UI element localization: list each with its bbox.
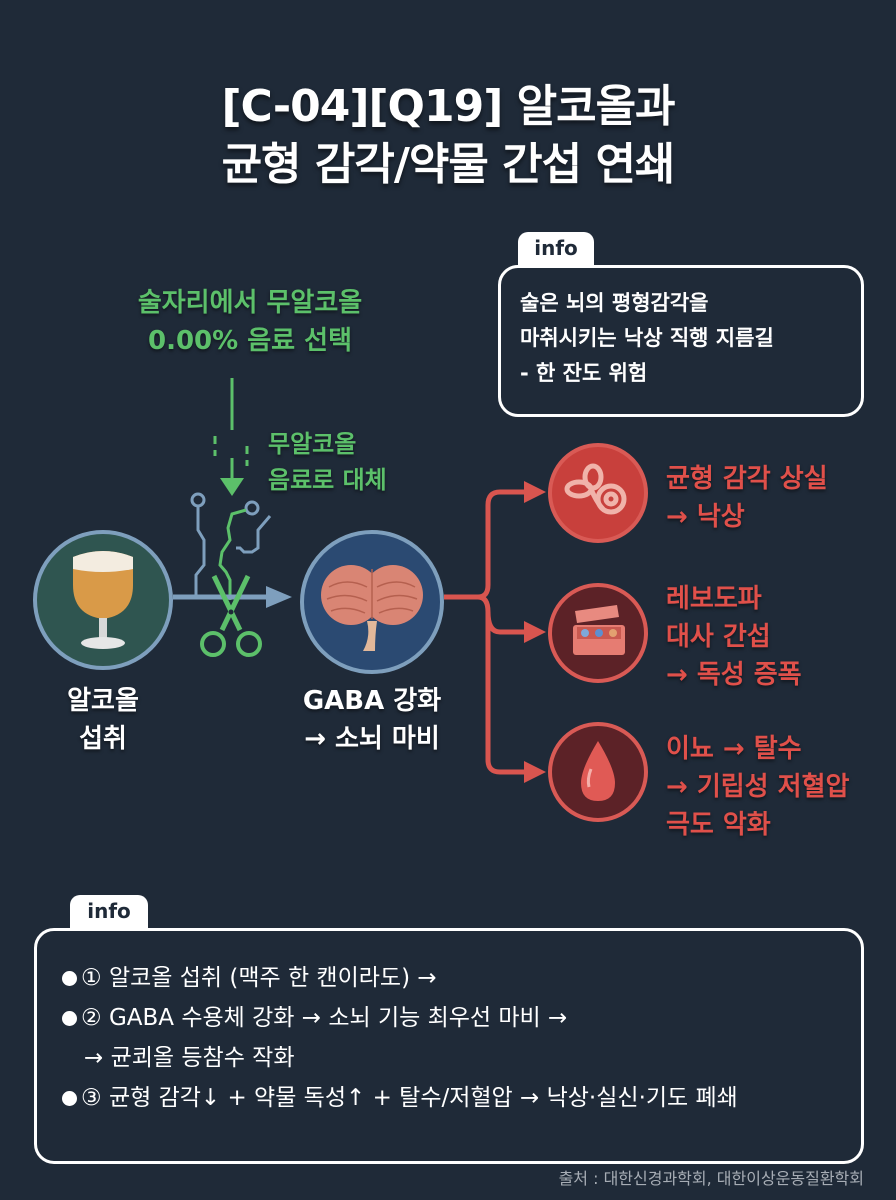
info-top-line: - 한 잔도 위험 xyxy=(520,361,648,385)
step-text: → 균쾨올 등참수 작화 xyxy=(84,1045,295,1071)
page-title: [C-04][Q19] 알코올과 균형 감각/약물 간섭 연쇄 xyxy=(0,78,896,194)
title-line-2: 균형 감각/약물 간섭 연쇄 xyxy=(221,139,676,190)
beer-glass-icon xyxy=(73,551,133,649)
green-arrowhead-icon xyxy=(220,478,244,496)
summary-item: ① 알코올 섭취 (맥주 한 캔이라도) → xyxy=(62,958,738,998)
brain-label-line: → 소뇌 마비 xyxy=(304,724,440,754)
levodopa-node xyxy=(548,583,648,683)
intervention-headline: 술자리에서 무알코올 0.00% 음료 선택 xyxy=(60,284,440,360)
inner-ear-icon xyxy=(564,463,627,515)
info-box-bottom xyxy=(34,928,864,1164)
summary-item: ② GABA 수용체 강화 → 소뇌 기능 최우선 마비 → xyxy=(62,998,738,1038)
bullet-icon xyxy=(62,970,77,986)
risk-line: 이뇨 → 탈수 xyxy=(666,734,802,764)
risk-balance-loss: 균형 감각 상실 → 낙상 xyxy=(666,460,828,536)
blue-arrowhead-icon xyxy=(266,586,292,608)
scissors-icon xyxy=(200,574,262,657)
intervention-side-line: 무알코올 xyxy=(268,430,357,458)
source-citation: 출처 : 대한신경과학회, 대한이상운동질환학회 xyxy=(558,1169,864,1188)
cerebellum-icon xyxy=(321,565,423,651)
info-box-top xyxy=(498,265,864,417)
info-tab-bottom: info xyxy=(70,895,148,929)
step-marker: ② xyxy=(81,1005,102,1031)
scissors-pivot xyxy=(228,609,234,615)
alcohol-label-line: 섭취 xyxy=(79,724,127,754)
bullet-icon xyxy=(62,1010,77,1026)
intervention-side-label: 무알코올 음료로 대체 xyxy=(268,426,387,498)
dehydration-node xyxy=(548,722,648,822)
green-circuit-line xyxy=(218,500,260,600)
red-arrowhead-icon xyxy=(524,621,546,643)
step-marker: ① xyxy=(81,965,102,991)
info-tab-top: info xyxy=(518,232,594,266)
circuit-lines xyxy=(190,492,272,596)
step-text: 알코올 섭취 (맥주 한 캔이라도) → xyxy=(108,965,437,991)
brain-label: GABA 강화 → 소뇌 마비 xyxy=(282,682,462,758)
alcohol-label-line: 알코올 xyxy=(67,686,139,716)
intervention-side-line: 음료로 대체 xyxy=(268,466,387,494)
bullet-icon xyxy=(62,1090,77,1106)
risk-line: → 낙상 xyxy=(666,502,745,532)
brain-node xyxy=(300,530,444,674)
alcohol-node xyxy=(33,530,173,670)
info-top-text: 술은 뇌의 평형감각을 마취시키는 낙상 직행 지름길 - 한 잔도 위험 xyxy=(520,286,774,391)
alcohol-label: 알코올 섭취 xyxy=(33,682,173,758)
info-top-line: 마취시키는 낙상 직행 지름길 xyxy=(520,326,774,350)
blood-drop-icon xyxy=(581,741,615,801)
intervention-headline-line: 술자리에서 무알코올 xyxy=(137,288,363,318)
risk-line: 균형 감각 상실 xyxy=(666,464,828,494)
red-arrowhead-icon xyxy=(524,761,546,783)
step-text: GABA 수용체 강화 → 소뇌 기능 최우선 마비 → xyxy=(108,1005,568,1031)
red-arrowhead-icon xyxy=(524,481,546,503)
risk-line: → 기립성 저혈압 xyxy=(666,772,850,802)
risk-dehydration-hypotension: 이뇨 → 탈수 → 기립성 저혈압 극도 악화 xyxy=(666,730,849,844)
intervention-headline-line: 0.00% 음료 선택 xyxy=(148,326,352,356)
balance-loss-node xyxy=(548,443,648,543)
risk-line: 레보도파 xyxy=(666,584,762,614)
summary-list: ① 알코올 섭취 (맥주 한 캔이라도) → ② GABA 수용체 강화 → 소… xyxy=(62,958,738,1118)
summary-item-continuation: → 균쾨올 등참수 작화 xyxy=(62,1038,738,1078)
pill-box-icon xyxy=(573,605,625,655)
step-text: 균형 감각↓ + 약물 독성↑ + 탈수/저혈압 → 낙상·실신·기도 폐쇄 xyxy=(108,1085,738,1111)
risk-branches xyxy=(444,489,528,775)
title-line-1: [C-04][Q19] 알코올과 xyxy=(221,81,675,132)
risk-levodopa-interference: 레보도파 대사 간섭 → 독성 증폭 xyxy=(666,580,802,694)
risk-line: 대사 간섭 xyxy=(666,622,771,652)
intervention-arrow xyxy=(213,378,249,478)
risk-line: → 독성 증폭 xyxy=(666,660,802,690)
risk-line: 극도 악화 xyxy=(666,810,771,840)
summary-item: ③ 균형 감각↓ + 약물 독성↑ + 탈수/저혈압 → 낙상·실신·기도 폐쇄 xyxy=(62,1078,738,1118)
info-top-line: 술은 뇌의 평형감각을 xyxy=(520,291,709,315)
brain-label-line: GABA 강화 xyxy=(302,686,442,716)
step-marker: ③ xyxy=(81,1085,102,1111)
